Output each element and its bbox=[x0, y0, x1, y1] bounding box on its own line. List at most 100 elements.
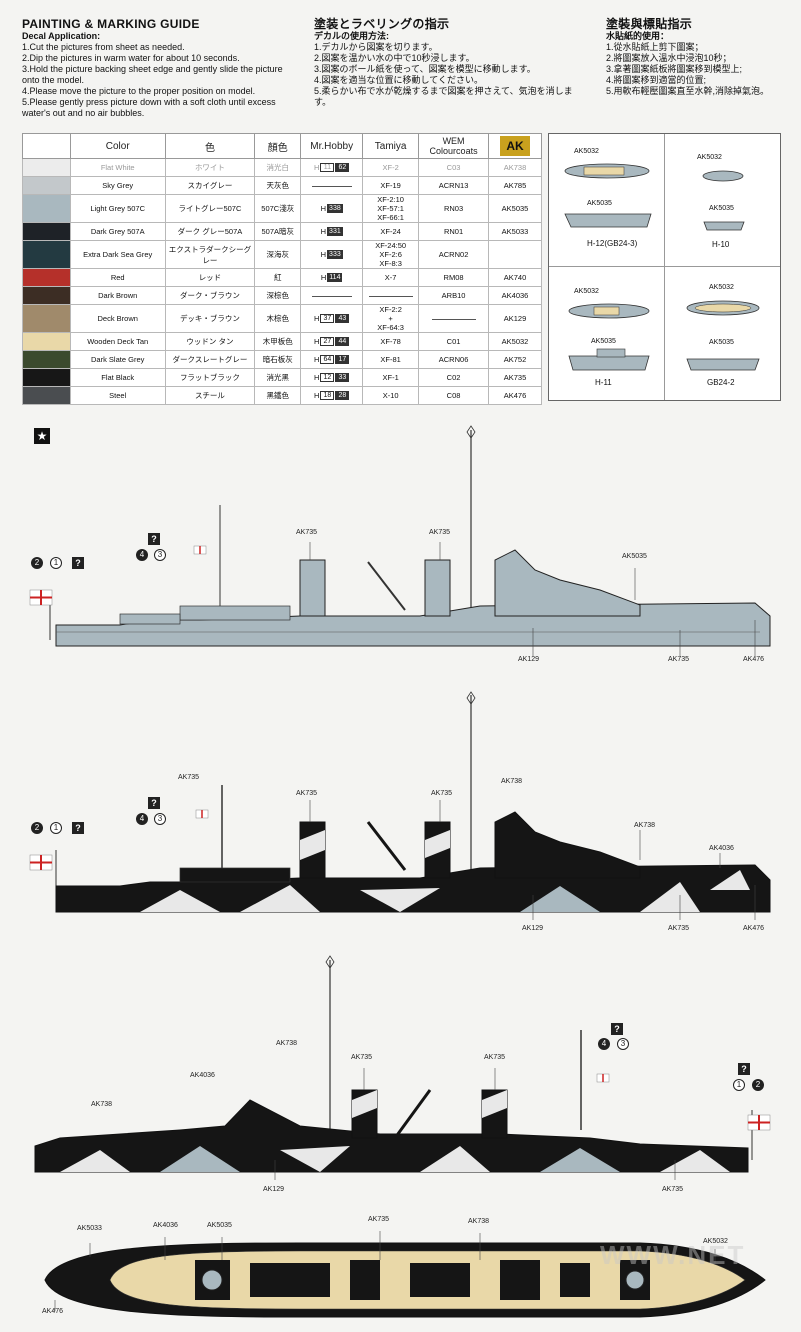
tamiya-code: XF-78 bbox=[362, 332, 420, 351]
step-list: 1.Cut the pictures from sheet as needed.… bbox=[22, 42, 290, 119]
paint-callout: AK738 bbox=[91, 1101, 113, 1108]
table-header-row: Color 色 顏色 Mr.Hobby Tamiya WEM Colourcoa… bbox=[22, 133, 542, 159]
color-swatch bbox=[22, 386, 71, 405]
mrhobby-prefix: H bbox=[313, 337, 320, 346]
mrhobby-number: 28 bbox=[335, 391, 350, 400]
step-item: 1.從水貼紙上剪下圖案； bbox=[606, 42, 704, 52]
swatch-header bbox=[22, 133, 71, 159]
paint-callout: AK735 bbox=[668, 656, 690, 663]
ak-code: AK5035 bbox=[488, 194, 542, 223]
ak-header: AK bbox=[488, 133, 542, 159]
mrhobby-number: 62 bbox=[335, 163, 350, 172]
paint-callout: AK129 bbox=[518, 656, 540, 663]
wem-header: WEM Colourcoats bbox=[418, 133, 490, 159]
wem-code: C03 bbox=[418, 158, 490, 177]
tamiya-code: XF-1 bbox=[362, 368, 420, 387]
step-item: 4.図案を適当な位置に移動してください。 bbox=[314, 75, 483, 85]
paint-callout: AK476 bbox=[743, 925, 765, 932]
decal-number-badge: 4 bbox=[136, 813, 148, 825]
color-name: Light Grey 507C bbox=[69, 194, 166, 223]
paint-callout: AK5032 bbox=[703, 1238, 728, 1245]
ak-code: AK740 bbox=[488, 268, 542, 287]
decal-number-badge: 2 bbox=[31, 822, 43, 834]
wem-code: ACRN06 bbox=[418, 350, 490, 369]
color-swatch bbox=[22, 222, 71, 241]
color-name-jp: レッド bbox=[164, 268, 256, 287]
color-name: Dark Slate Grey bbox=[69, 350, 166, 369]
guide-title-jp: 塗装とラベリングの指示 bbox=[314, 17, 450, 31]
color-name: Dark Brown bbox=[69, 286, 166, 305]
ak-code: AK735 bbox=[488, 368, 542, 387]
step-item: 2.図案を温かい水の中で10秒浸します。 bbox=[314, 53, 475, 63]
tamiya-code: XF-81 bbox=[362, 350, 420, 369]
ak-logo: AK bbox=[500, 136, 530, 156]
ship-profile-grey bbox=[29, 425, 771, 656]
color-name-cn: 木甲板色 bbox=[254, 332, 302, 351]
color-name-cn: 紅 bbox=[254, 268, 302, 287]
paint-callout: AK735 bbox=[368, 1216, 390, 1223]
decal-number-badge: 1 bbox=[733, 1079, 745, 1091]
tamiya-code: XF-2 bbox=[362, 158, 420, 177]
boat-side-view bbox=[564, 213, 652, 228]
boat-name: H-10 bbox=[712, 240, 730, 249]
step-item: 5.Please gently press picture down with … bbox=[22, 97, 276, 118]
color-swatch bbox=[22, 350, 71, 369]
paint-callout: AK5035 bbox=[622, 553, 647, 560]
color-name-jp: スチール bbox=[164, 386, 256, 405]
tamiya-header: Tamiya bbox=[362, 133, 420, 159]
mrhobby-number: 333 bbox=[327, 250, 343, 259]
color-name: Extra Dark Sea Grey bbox=[69, 240, 166, 269]
ship-profile-dazzle-b bbox=[34, 955, 771, 1180]
color-name-jp: エクストラダークシーグレー bbox=[164, 240, 256, 269]
step-item: 1.デカルから図案を切ります。 bbox=[314, 42, 438, 52]
mrhobby-prefix: H bbox=[320, 204, 327, 213]
decal-number-badge: 4 bbox=[136, 549, 148, 561]
color-name-jp: ホワイト bbox=[164, 158, 256, 177]
color-name-cn: 深棕色 bbox=[254, 286, 302, 305]
mrhobby-number: 18 bbox=[320, 391, 335, 400]
boat-side-view bbox=[703, 221, 745, 231]
decal-question-badge: ? bbox=[148, 533, 160, 545]
paint-callout: AK735 bbox=[662, 1186, 684, 1193]
boat-name: H-11 bbox=[595, 378, 612, 387]
mrhobby-prefix: H bbox=[313, 373, 320, 382]
paint-callout: AK476 bbox=[743, 656, 765, 663]
paint-callout: AK735 bbox=[351, 1054, 373, 1061]
color-name-cn: 507A暗灰 bbox=[254, 222, 302, 241]
wem-code: ACRN13 bbox=[418, 176, 490, 195]
ak-code: AK4036 bbox=[488, 286, 542, 305]
boat-paint-label: AK5032 bbox=[709, 284, 734, 291]
wem-code bbox=[418, 304, 490, 333]
tamiya-code: XF-2:2 + XF-64:3 bbox=[362, 304, 420, 333]
boat-name: GB24-2 bbox=[707, 378, 735, 387]
color-name-jp: ダーク・ブラウン bbox=[164, 286, 256, 305]
mrhobby-code bbox=[300, 176, 364, 195]
mrhobby-number: 114 bbox=[327, 273, 343, 282]
tamiya-code bbox=[362, 286, 420, 305]
color-name: Flat White bbox=[69, 158, 166, 177]
ship-profile-dazzle-a bbox=[29, 691, 771, 920]
mrhobby-number: 11 bbox=[320, 163, 335, 172]
step-item: 3.Hold the picture backing sheet edge an… bbox=[22, 64, 283, 85]
paint-callout: AK735 bbox=[484, 1054, 506, 1061]
boats-panel: AK5032 AK5035 H-12(GB24-3) AK5032 AK5035… bbox=[548, 133, 781, 401]
paint-callout: AK738 bbox=[276, 1040, 298, 1047]
jp-header: 色 bbox=[164, 133, 256, 159]
step-item: 5.用軟布輕壓圖案直至水幹,消除掉氣泡。 bbox=[606, 86, 770, 96]
paint-callout: AK735 bbox=[429, 529, 451, 536]
tamiya-code: XF-19 bbox=[362, 176, 420, 195]
mrhobby-number: 338 bbox=[327, 204, 343, 213]
wem-code: ACRN02 bbox=[418, 240, 490, 269]
